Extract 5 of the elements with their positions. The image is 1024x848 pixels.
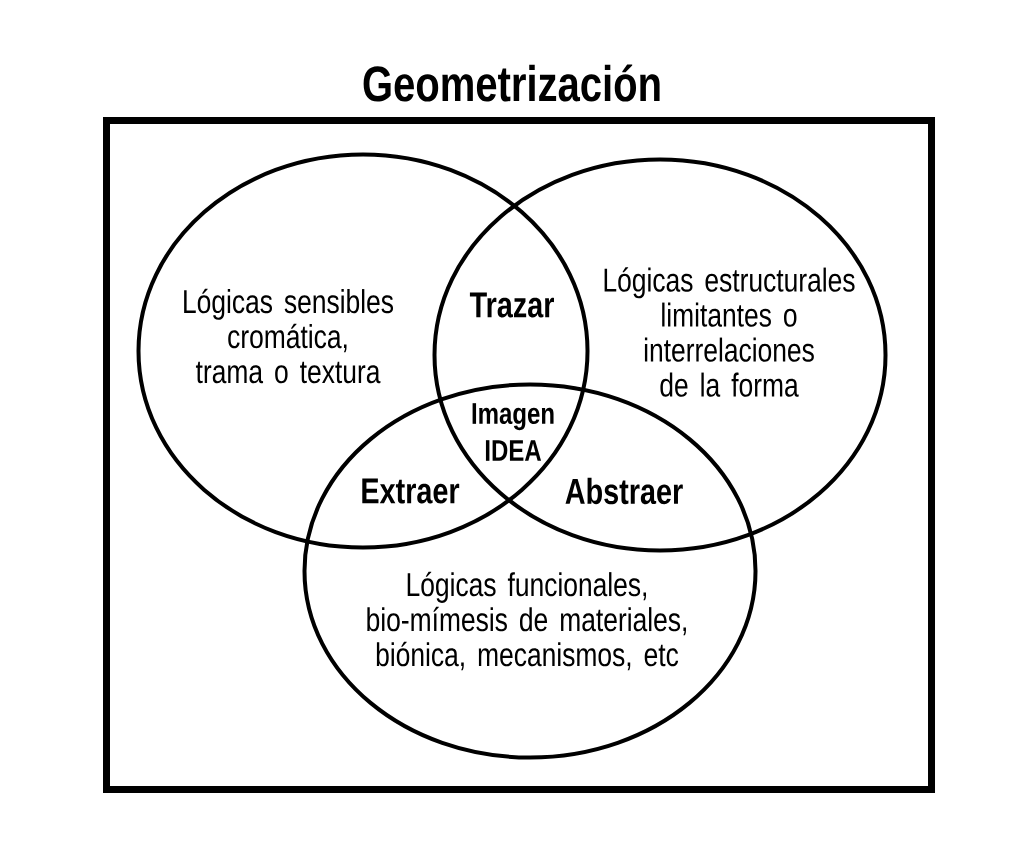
region-label: Imagen IDEA: [472, 403, 554, 461]
region-label: Abstraer: [565, 477, 683, 505]
region-label: Extraer: [362, 478, 460, 504]
title: Geometrización: [363, 64, 660, 102]
region-label: Trazar: [469, 292, 554, 318]
